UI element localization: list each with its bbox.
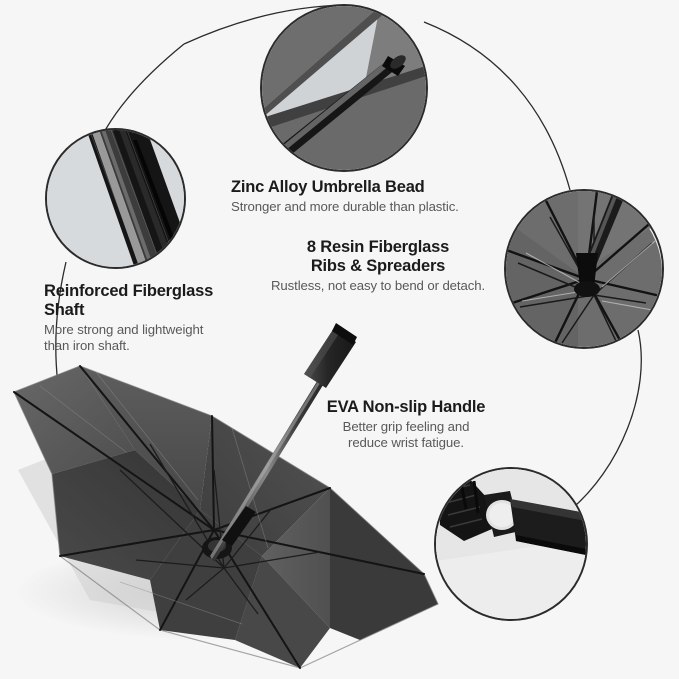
feature-title-ribs-line1: 8 Resin Fiberglass (306, 238, 450, 256)
fiberglass-shaft-closeup-photo (47, 130, 184, 267)
rib-3 (211, 415, 215, 531)
umbrella-main (13, 323, 439, 669)
feature-text-bead: Zinc Alloy Umbrella Bead Stronger and mo… (231, 178, 501, 215)
callout-shaft (45, 128, 186, 269)
eva-handle-closeup-photo (436, 469, 586, 619)
canopy-panel-5 (52, 450, 200, 580)
umbrella-rib-hub-closeup-photo (506, 191, 662, 347)
feature-title-shaft-line2: Shaft (44, 301, 85, 320)
spreader-4 (223, 507, 273, 569)
canopy-seams (39, 371, 269, 625)
feature-subtitle-handle-line2: reduce wrist fatigue. (348, 434, 464, 450)
feature-title-ribs-line2: Ribs & Spreaders (310, 257, 446, 276)
feature-text-ribs: 8 Resin Fiberglass Ribs & Spreaders Rust… (258, 238, 498, 294)
connector-arc-right-lower (567, 329, 642, 513)
feature-text-handle: EVA Non-slip Handle Better grip feeling … (306, 398, 506, 451)
spreader-7 (185, 567, 225, 601)
shaft-rod (86, 130, 184, 267)
callout-handle (434, 467, 588, 621)
feature-subtitle-handle-line1: Better grip feeling and (342, 419, 470, 435)
feature-title-bead: Zinc Alloy Umbrella Bead (231, 178, 425, 196)
feature-subtitle-bead: Stronger and more durable than plastic. (231, 199, 459, 215)
feature-subtitle-ribs: Rustless, not easy to bend or detach. (270, 278, 486, 294)
canopy-panel-7 (235, 556, 330, 668)
rib-1 (13, 391, 215, 531)
rib-lines (506, 191, 662, 347)
spreader-6 (223, 567, 259, 615)
umbrella-tip-closeup-photo (262, 6, 426, 170)
canopy-seam-stripes (521, 234, 662, 312)
canopy-panel-1 (14, 366, 135, 474)
eva-handle (304, 323, 357, 388)
spreader-8 (135, 559, 225, 569)
canopy-panel-outer-right (330, 488, 438, 640)
umbrella-shaft (210, 334, 352, 562)
feature-title-handle: EVA Non-slip Handle (326, 398, 486, 416)
eva-grip (510, 499, 586, 555)
canopy-panel-2 (80, 366, 212, 510)
shaft-collar (222, 506, 256, 546)
center-shaft (574, 191, 627, 297)
feature-text-shaft: Reinforced Fiberglass Shaft More strong … (44, 282, 259, 354)
zinc-bead-tip (280, 55, 406, 154)
connector-arc-right-upper (423, 21, 571, 191)
feature-title-shaft-line1: Reinforced Fiberglass (44, 282, 214, 300)
feature-subtitle-shaft-line1: More strong and lightweight (44, 322, 204, 338)
callout-bead (260, 4, 428, 172)
rib-2 (79, 365, 215, 531)
spreader-5 (223, 551, 321, 569)
callout-ribs (504, 189, 664, 349)
canopy-rim (13, 365, 439, 669)
feature-subtitle-shaft-line2: than iron shaft. (44, 338, 130, 354)
